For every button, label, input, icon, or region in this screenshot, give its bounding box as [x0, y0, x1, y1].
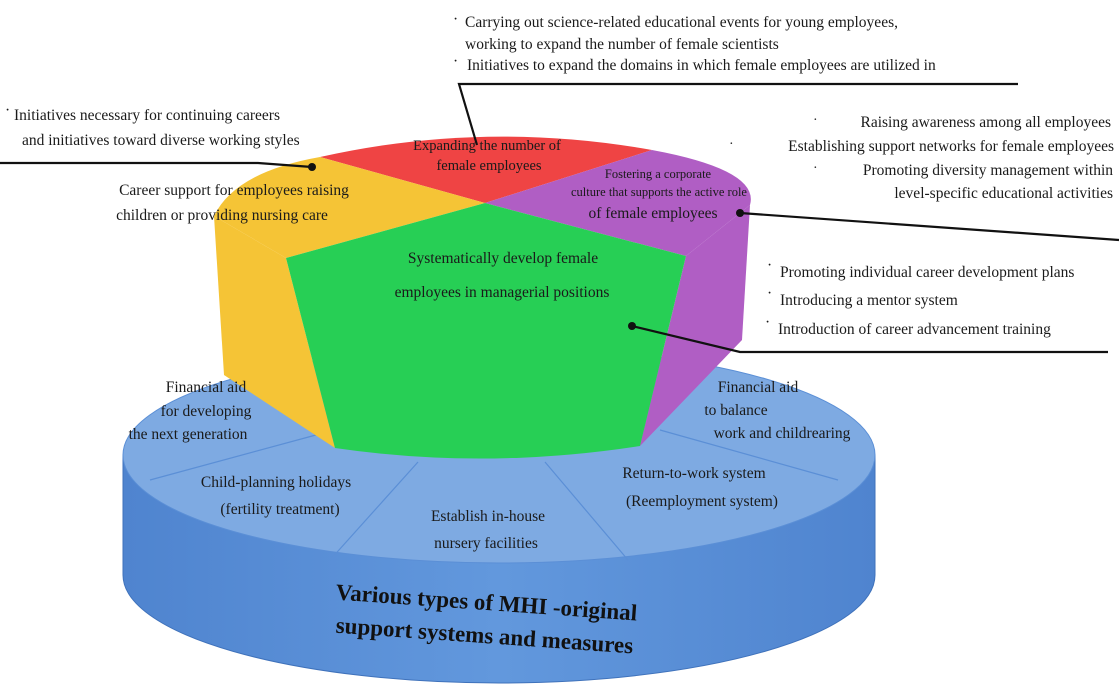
upper-cylinder [214, 136, 751, 459]
leader-right-lower [631, 324, 1108, 354]
segment-expanding-line2: female employees [436, 158, 541, 174]
base-fin-balance-line2: to balance [704, 402, 767, 419]
base-divider [329, 461, 419, 561]
callout-bullet: · [813, 161, 818, 176]
base-divider [659, 429, 839, 481]
segment-culture-line2: culture that supports the active role [571, 185, 747, 199]
leader-lines [0, 82, 1119, 354]
segment-expanding-line1: Expanding the number of [413, 138, 561, 154]
callout-right-lower-line2: Introducing a mentor system [780, 292, 958, 309]
base-fin-next-line1: Financial aid [166, 379, 247, 396]
callout-right-lower-line1: Promoting individual career development … [780, 264, 1074, 281]
base-divider [544, 461, 629, 561]
sector-green [286, 203, 686, 459]
leader-left [0, 161, 313, 169]
callout-right-lower-line3: Introduction of career advancement train… [778, 321, 1051, 338]
segment-culture-line1: Fostering a corporate [605, 167, 712, 181]
leader-dot [308, 163, 316, 171]
callout-left-line2: and initiatives toward diverse working s… [22, 132, 300, 149]
leader-dot [628, 322, 636, 330]
segment-develop-line2: employees in managerial positions [395, 284, 610, 301]
callout-top-bullet: · [453, 53, 458, 70]
segment-career-line1: Career support for employees raising [119, 182, 349, 199]
callout-top-line1: Carrying out science-related educational… [465, 14, 898, 31]
base-fin-balance-line1: Financial aid [718, 379, 799, 396]
segment-develop-line1: Systematically develop female [408, 250, 598, 267]
callout-right-upper-line4: level-specific educational activities [894, 185, 1113, 202]
segment-career-line2: children or providing nursing care [116, 207, 328, 224]
callout-top-line3: Initiatives to expand the domains in whi… [467, 57, 936, 74]
base-fin-balance-line3: work and childrearing [714, 425, 851, 442]
callout-top-line2: working to expand the number of female s… [465, 36, 779, 53]
base-divider [149, 431, 328, 481]
base-child-line1: Child-planning holidays [201, 474, 351, 491]
callout-left-bullet: · [5, 102, 10, 119]
cylinder-side-yellow [214, 216, 335, 448]
callout-bullet: · [729, 137, 734, 152]
callout-right-upper-line2: Establishing support networks for female… [788, 138, 1114, 155]
cylinder-side-purple [640, 205, 750, 446]
sector-yellow [214, 157, 485, 258]
base-child-line2: (fertility treatment) [220, 501, 339, 518]
callout-bullet: · [767, 285, 772, 302]
callout-top-bullet: · [453, 11, 458, 28]
leader-right-upper [739, 211, 1119, 242]
base-fin-next-line2: for developing [161, 403, 252, 420]
base-fin-next-line3: the next generation [129, 426, 248, 443]
leader-dot [736, 209, 744, 217]
callout-right-upper-line1: Raising awareness among all employees [860, 114, 1111, 131]
sector-purple [485, 150, 751, 256]
base-return-line1: Return-to-work system [622, 465, 765, 482]
callout-bullet: · [765, 314, 770, 331]
callout-left-line1: Initiatives necessary for continuing car… [14, 107, 280, 124]
sector-red [320, 136, 652, 203]
base-nursery-line1: Establish in-house [431, 508, 545, 525]
base-nursery-line2: nursery facilities [434, 535, 538, 552]
leader-top [457, 82, 1018, 146]
callout-bullet: · [813, 113, 818, 128]
callout-right-upper-line3: Promoting diversity management within [863, 162, 1113, 179]
segment-culture-line3: of female employees [588, 205, 717, 222]
base-return-line2: (Reemployment system) [626, 493, 778, 510]
callout-bullet: · [767, 257, 772, 274]
